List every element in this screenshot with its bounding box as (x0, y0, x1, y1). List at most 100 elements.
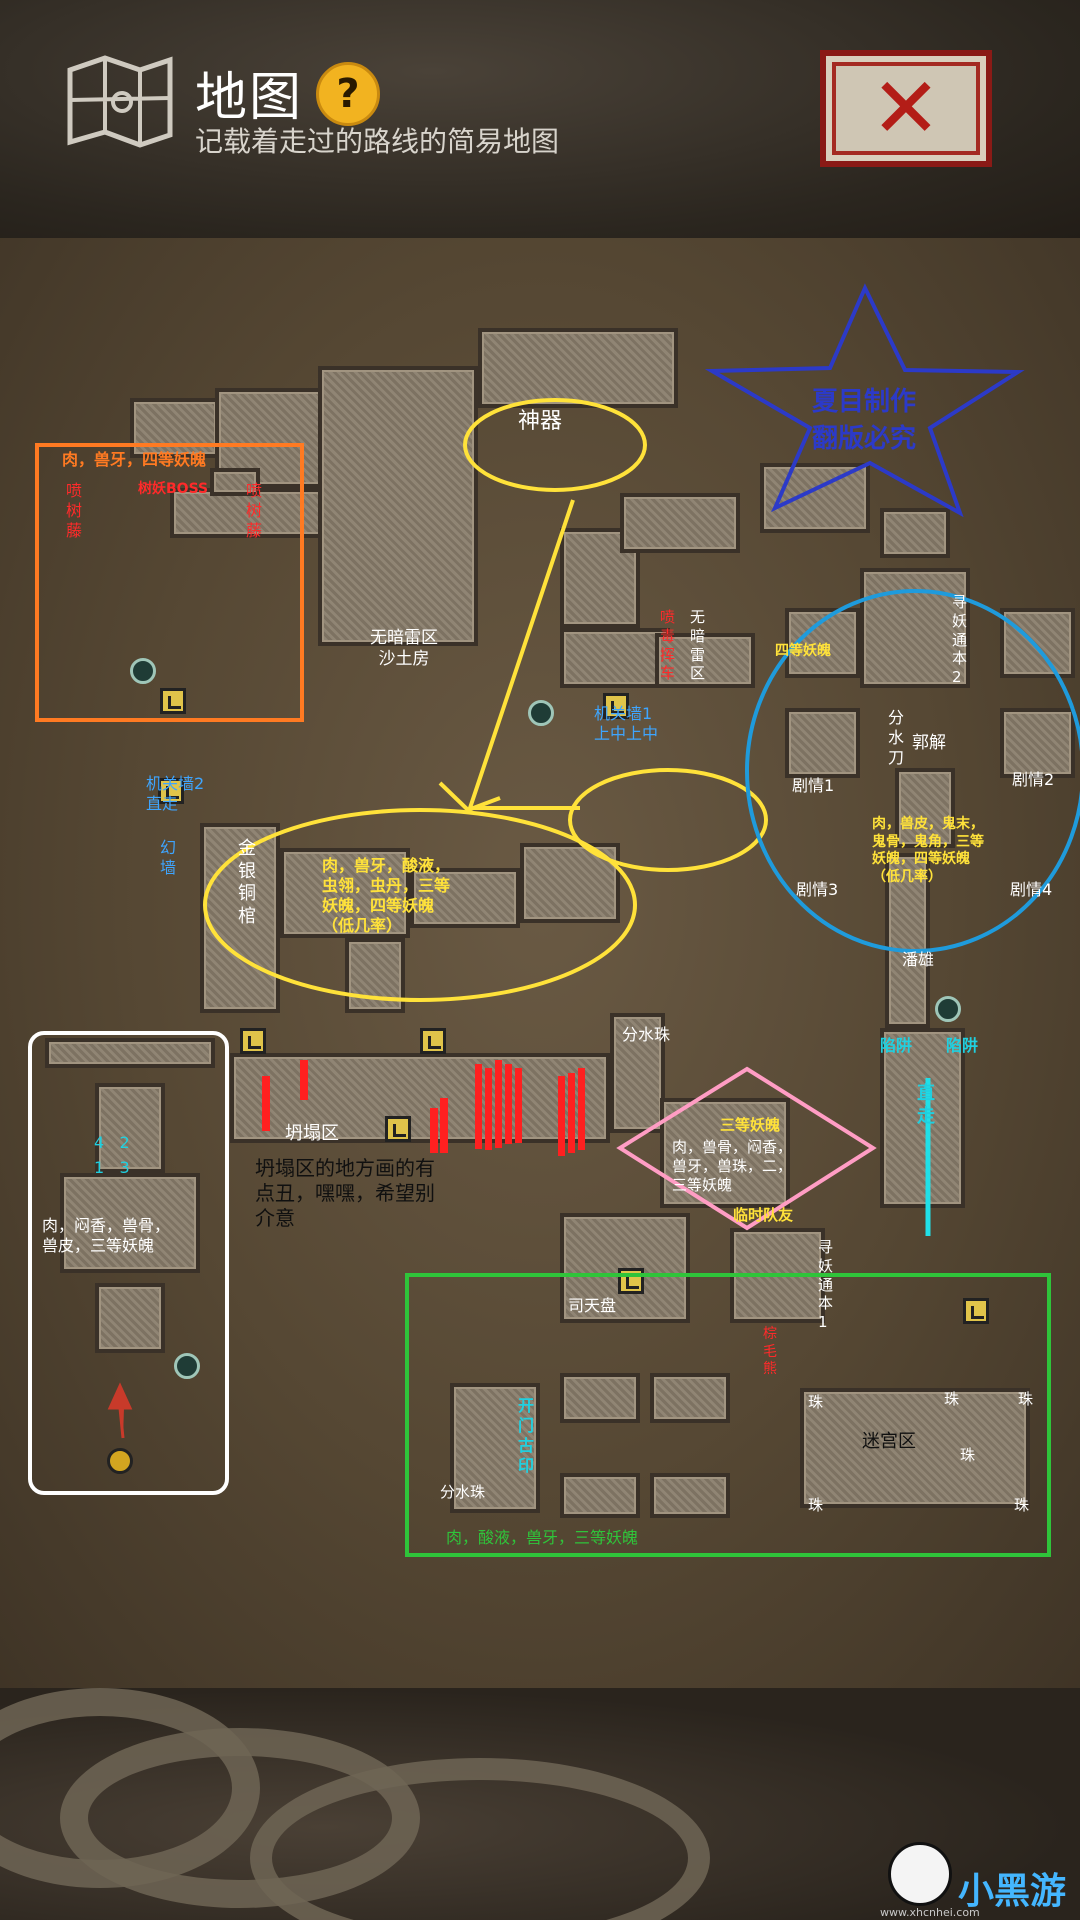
label-tanta-note: 坍塌区的地方画的有 点丑，嘿嘿，希望别 介意 (255, 1156, 435, 1230)
label-green-drops: 肉，酸液，兽牙，三等妖魄 (446, 1528, 639, 1547)
panda-logo-icon (888, 1842, 952, 1906)
door-icon[interactable] (240, 1028, 266, 1054)
label-orange-drops: 肉，兽牙，四等妖魄 (62, 450, 207, 469)
map-room (880, 508, 950, 558)
label-white-nums-top: 4 2 (94, 1133, 130, 1152)
label-guojie: 郭解 (912, 733, 946, 753)
map-room (1000, 708, 1075, 778)
door-icon[interactable] (420, 1028, 446, 1054)
label-zhu-4: 珠 (808, 1496, 824, 1514)
label-wuan-zone: 无暗雷区 沙土房 (370, 628, 438, 670)
map-room (560, 1473, 640, 1518)
help-button[interactable]: ? (316, 62, 380, 126)
map-room (880, 1028, 965, 1208)
map-icon (67, 55, 173, 148)
logo-url: www.xhcnhei.com (880, 1906, 980, 1919)
label-linshi: 临时队友 (733, 1206, 794, 1224)
label-fenshui-dao: 分 水 刀 (888, 708, 905, 767)
label-orange-left: 喷 树 藤 (66, 481, 83, 540)
map-room (785, 708, 860, 778)
map-area: 夏目制作 翻版必究 神器 肉，兽牙，四等妖魄 喷 树 藤 树妖BOSS 喷 树 … (0, 238, 1080, 1688)
label-shenqi: 神器 (518, 409, 563, 434)
label-zhizou: 直 走 (917, 1083, 935, 1127)
close-icon: ✕ (870, 59, 942, 157)
map-room (560, 628, 670, 688)
label-migong: 迷宫区 (862, 1431, 916, 1452)
map-room-coffin (200, 823, 280, 1013)
map-room (410, 868, 520, 928)
label-pink-title: 三等妖魄 (720, 1116, 781, 1134)
page-title: 地图 (195, 68, 304, 128)
map-room (760, 463, 870, 533)
page-subtitle: 记载着走过的路线的简易地图 (195, 125, 560, 158)
label-juqing4: 剧情4 (1010, 880, 1053, 899)
map-room (1000, 608, 1075, 678)
map-room (95, 1283, 165, 1353)
npc-icon[interactable] (130, 658, 156, 684)
label-fenshui-zhu-2: 分水珠 (440, 1483, 486, 1501)
watermark-line2: 翻版必究 (812, 424, 917, 454)
map-room-sand (318, 366, 478, 646)
map-room (610, 1013, 665, 1133)
label-blue-drops: 肉，兽皮，鬼末， 鬼骨，鬼角，三等 妖魄，四等妖魄 （低几率） (872, 816, 984, 885)
map-room (130, 398, 220, 458)
npc-icon[interactable] (935, 996, 961, 1022)
map-room (885, 853, 930, 1028)
door-icon[interactable] (158, 778, 184, 804)
label-white-drops: 肉，闷香，兽骨， 兽皮，三等妖魄 (42, 1216, 171, 1255)
map-room-sitianpan (560, 1213, 690, 1323)
label-pink-drops: 肉，兽骨，闷香， 兽牙，兽珠，二， 三等妖魄 (672, 1138, 793, 1194)
label-zhu-2: 珠 (944, 1390, 960, 1408)
label-juqing2: 剧情2 (1012, 770, 1055, 789)
label-orange-right: 喷 树 藤 (246, 481, 263, 540)
label-panxiong: 潘雄 (902, 950, 935, 969)
label-jiguan2: 机关墙2 直走 (146, 774, 205, 813)
label-xianjing-2: 陷阱 (946, 1036, 979, 1055)
label-zhu-6: 珠 (960, 1446, 976, 1464)
map-room (650, 1373, 730, 1423)
close-button[interactable]: ✕ (820, 50, 992, 167)
npc-icon[interactable] (528, 700, 554, 726)
label-fenshui-zhu: 分水珠 (622, 1025, 671, 1044)
map-room-guojie (860, 568, 970, 688)
map-room (60, 1173, 200, 1273)
door-icon[interactable] (385, 1116, 411, 1142)
label-xunyao2: 寻 妖 通 本 2 (952, 593, 968, 686)
label-siding: 四等妖魄 (775, 643, 831, 659)
map-room-maze (800, 1388, 1030, 1508)
annotation-layer (28, 283, 1080, 1557)
label-huxuan: 棕 毛 熊 (763, 1326, 777, 1377)
label-wuan-small: 无 暗 雷 区 (690, 608, 706, 683)
map-room (655, 633, 755, 688)
door-icon[interactable] (963, 1298, 989, 1324)
label-huanqiang: 幻 墙 (160, 838, 177, 877)
label-wuan-red: 喷 毒 挥 车 (660, 608, 676, 683)
map-room-collapse (230, 1053, 610, 1143)
label-jinyin: 金 银 铜 棺 (238, 838, 256, 927)
label-juqing3: 剧情3 (796, 880, 839, 899)
label-zhu-5: 珠 (1014, 1496, 1030, 1514)
door-icon[interactable] (603, 693, 629, 719)
label-orange-boss: 树妖BOSS (138, 481, 209, 497)
door-icon[interactable] (160, 688, 186, 714)
door-icon[interactable] (618, 1268, 644, 1294)
label-kaimen: 开 门 古 印 (518, 1396, 535, 1475)
label-juqing1: 剧情1 (792, 776, 835, 795)
map-room (650, 1473, 730, 1518)
label-white-nums-bottom: 1 3 (94, 1158, 130, 1177)
watermark-line1: 夏目制作 (812, 387, 917, 417)
player-icon[interactable] (107, 1448, 133, 1474)
npc-icon[interactable] (174, 1353, 200, 1379)
map-room-shenqi (478, 328, 678, 408)
label-xianjing-1: 陷阱 (880, 1036, 913, 1055)
map-room (450, 1383, 540, 1513)
label-sitianpan: 司天盘 (568, 1296, 617, 1315)
map-room (560, 1373, 640, 1423)
map-room (45, 1038, 215, 1068)
map-room (520, 843, 620, 923)
map-room (620, 493, 740, 553)
label-yellow-drops: 肉，兽牙，酸液， 虫翎，虫丹，三等 妖魄，四等妖魄 （低几率） (322, 856, 451, 935)
logo-name: 小黑游戏 (958, 1871, 1067, 1912)
header-bar: 地图 ? 记载着走过的路线的简易地图 ✕ (0, 0, 1080, 238)
